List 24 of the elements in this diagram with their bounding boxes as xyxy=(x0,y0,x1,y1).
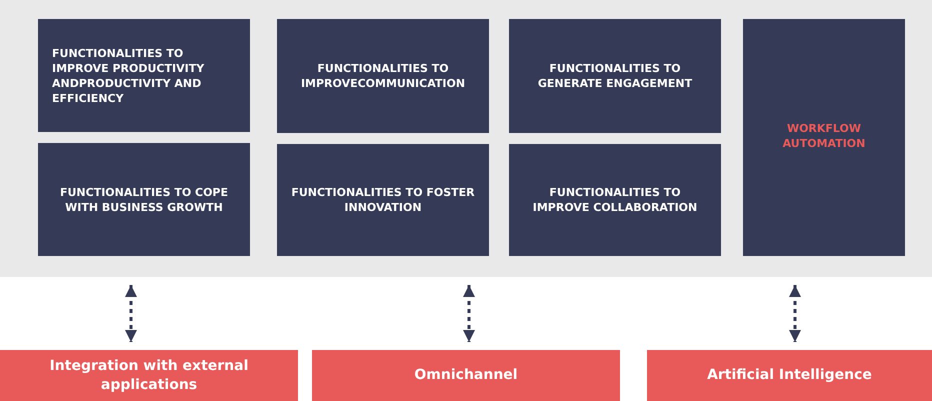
double-arrow xyxy=(125,285,137,342)
bar-label: Integration with external applications xyxy=(48,356,250,394)
bar-label: Omnichannel xyxy=(414,366,518,385)
box-label: FUNCTIONALITIES TO GENERATE ENGAGEMENT xyxy=(536,61,694,91)
box-label: WORKFLOW AUTOMATION xyxy=(782,121,866,151)
feature-box xyxy=(38,19,250,132)
feature-bar xyxy=(647,350,932,401)
box-label: FUNCTIONALITIES TO COPE WITH BUSINESS GROWTH xyxy=(58,184,230,214)
feature-bar xyxy=(312,350,620,401)
feature-box xyxy=(743,19,905,256)
feature-box xyxy=(277,144,489,256)
double-arrow xyxy=(463,285,475,342)
feature-box xyxy=(509,144,721,256)
feature-box xyxy=(277,19,489,133)
panel-background xyxy=(0,0,932,277)
feature-box xyxy=(38,143,250,256)
box-label: FUNCTIONALITIES TO IMPROVECOMMUNICATION xyxy=(300,61,466,91)
feature-bar xyxy=(0,350,298,401)
bar-label: Artificial Intelligence xyxy=(707,366,872,385)
double-arrow xyxy=(789,285,801,342)
box-label: FUNCTIONALITIES TO IMPROVE COLLABORATION xyxy=(532,185,698,215)
feature-box xyxy=(509,19,721,133)
box-label: FUNCTIONALITIES TO IMPROVE PRODUCTIVITY ANDPRODUCTIVITY AND EFFICIENCY xyxy=(52,46,206,106)
box-label: FUNCTIONALITIES TO FOSTER INNOVATION xyxy=(291,185,475,215)
